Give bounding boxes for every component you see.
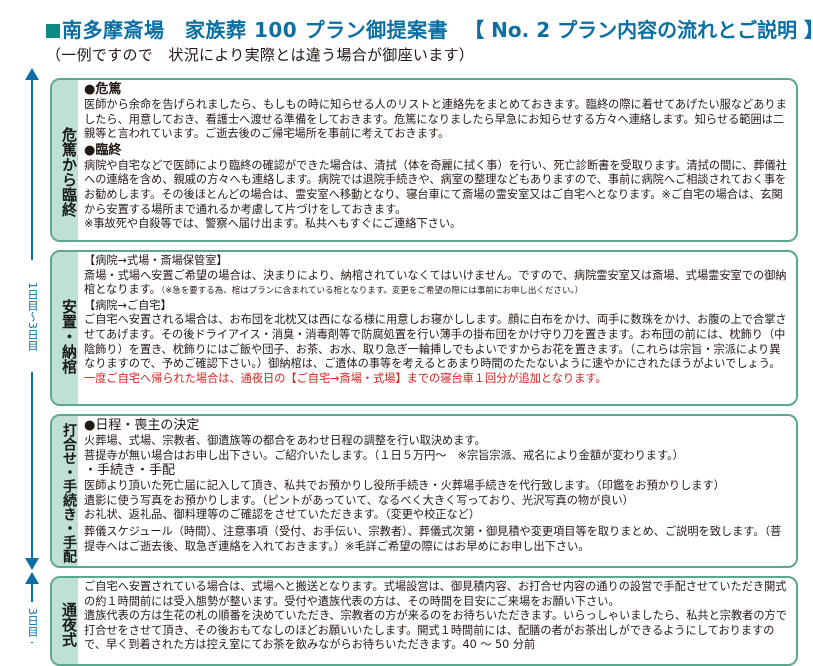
document-title: 南多摩斎場 家族葬 100 プラン御提案書 xyxy=(62,18,449,42)
paragraph: 医師から余命を告げられましたら、もしもの時に知らせる人のリストと連絡先をまとめて… xyxy=(84,98,787,141)
paragraph-note: （※急を要する為、棺はプランに含まれている棺となります。変更をご希望の際には事前… xyxy=(160,286,584,297)
section-side-band: 通夜式 xyxy=(52,578,78,664)
section-content: ●日程・喪主の決定 火葬場、式場、宗教者、御遺族等の都合をあわせ日程の調整を行い… xyxy=(84,418,790,554)
paragraph: 菩提寺が無い場合はお申し出下さい。ご紹介いたします。（１日５万円〜 ※宗旨宗派、… xyxy=(84,448,684,462)
arrow-up-icon xyxy=(25,572,39,584)
timeline-label-day1-3: 1日目〜3日目 xyxy=(22,260,42,372)
timeline-label-day3: 3日目 xyxy=(22,602,42,642)
section-side-band: 打合せ・手続き・手配 xyxy=(52,416,78,566)
title-square-icon xyxy=(46,24,60,38)
arrow-down-icon xyxy=(25,558,39,570)
arrow-up-icon xyxy=(25,68,39,80)
section-side-band: 危篤から臨終 xyxy=(52,80,78,240)
subheading: 【病院→ご自宅】 xyxy=(84,298,172,312)
heading-procedures: ・手続き・手配 xyxy=(84,463,176,479)
section-side-label: 打合せ・手続き・手配 xyxy=(61,423,77,563)
paragraph: ご自宅へ安置される場合は、お布団を北枕又は西になる様に用意しお寝かしします。顔に… xyxy=(84,313,787,371)
section-tsuya: 通夜式 ご自宅へ安置されている場合は、式場へと搬送となります。式場設営は、御見積… xyxy=(50,576,798,666)
section-side-label: 危篤から臨終 xyxy=(60,127,78,217)
section-side-label: 安置・納棺 xyxy=(60,298,78,374)
document-subtitle: （一例ですので 状況により実際とは違う場合が御座います） xyxy=(46,46,475,64)
paragraph-warning: 一度ご自宅へ帰られた場合は、通夜日の【ご自宅→斎場・式場】までの寝台車１回分が追… xyxy=(84,371,607,385)
section-kitoku: 危篤から臨終 ●危篤 医師から余命を告げられましたら、もしもの時に知らせる人のリ… xyxy=(50,78,798,242)
heading-kitoku: ●危篤 xyxy=(84,82,122,97)
paragraph: 医師より頂いた死亡届に記入して頂き、私共でお預かりし役所手続き・火葬場手続きを代… xyxy=(84,479,725,493)
section-content: ご自宅へ安置されている場合は、式場へと搬送となります。式場設営は、御見積内容、お… xyxy=(84,580,790,653)
paragraph: 斎場・式場へ安置ご希望の場合は、決まりにより、納棺されていなくてはいけません。で… xyxy=(84,269,790,299)
section-content: 【病院→式場・斎場保管室】 斎場・式場へ安置ご希望の場合は、決まりにより、納棺さ… xyxy=(84,254,790,386)
paragraph: 遺影に使う写真をお預かりします。（ピントがあっていて、なるべく大きく写っており、… xyxy=(84,493,634,507)
paragraph: 火葬場、式場、宗教者、御遺族等の都合をあわせ日程の調整を行い取決めます。 xyxy=(84,434,486,447)
section-uchiawase: 打合せ・手続き・手配 ●日程・喪主の決定 火葬場、式場、宗教者、御遺族等の都合を… xyxy=(50,414,798,568)
heading-rinju: ●臨終 xyxy=(84,142,122,158)
timeline-day1-3: 1日目〜3日目 xyxy=(22,68,42,570)
subheading: 【病院→式場・斎場保管室】 xyxy=(84,254,228,267)
document-title-row: 南多摩斎場 家族葬 100 プラン御提案書【 No. 2 プラン内容の流れとご説… xyxy=(46,14,813,42)
paragraph: 葬儀スケジュール（時間）、注意事項（受付、お手伝い、宗教者）、葬儀式次第・御見積… xyxy=(84,524,782,553)
paragraph-note: ※事故死や自殺等では、警察へ届け出ます。私共へもすぐにご連絡下さい。 xyxy=(84,217,462,231)
heading-schedule: ●日程・喪主の決定 xyxy=(84,418,200,433)
section-anchi: 安置・納棺 【病院→式場・斎場保管室】 斎場・式場へ安置ご希望の場合は、決まりに… xyxy=(50,250,798,406)
paragraph-text: 斎場・式場へ安置ご希望の場合は、決まりにより、納棺されていなくてはいけません。で… xyxy=(84,268,787,297)
section-side-band: 安置・納棺 xyxy=(52,252,78,404)
paragraph: ご自宅へ安置されている場合は、式場へと搬送となります。式場設営は、御見積内容、お… xyxy=(84,580,787,608)
paragraph: 病院や自宅などで医師により臨終の確認ができた場合は、清拭（体を奇麗に拭く事）を行… xyxy=(84,158,787,216)
section-side-label: 通夜式 xyxy=(60,601,78,647)
paragraph: お礼状、返礼品、御料理等のご確認をさせていただきます。（変更や校正など） xyxy=(84,508,481,522)
document-part-label: 【 No. 2 プラン内容の流れとご説明 】 xyxy=(464,18,813,42)
timeline-day3: 3日目 xyxy=(22,572,42,643)
paragraph: 遺族代表の方は生花の札の順番を決めていただき、宗教者の方が来るのをお待ちいただき… xyxy=(84,609,787,652)
section-content: ●危篤 医師から余命を告げられましたら、もしもの時に知らせる人のリストと連絡先を… xyxy=(84,82,790,232)
